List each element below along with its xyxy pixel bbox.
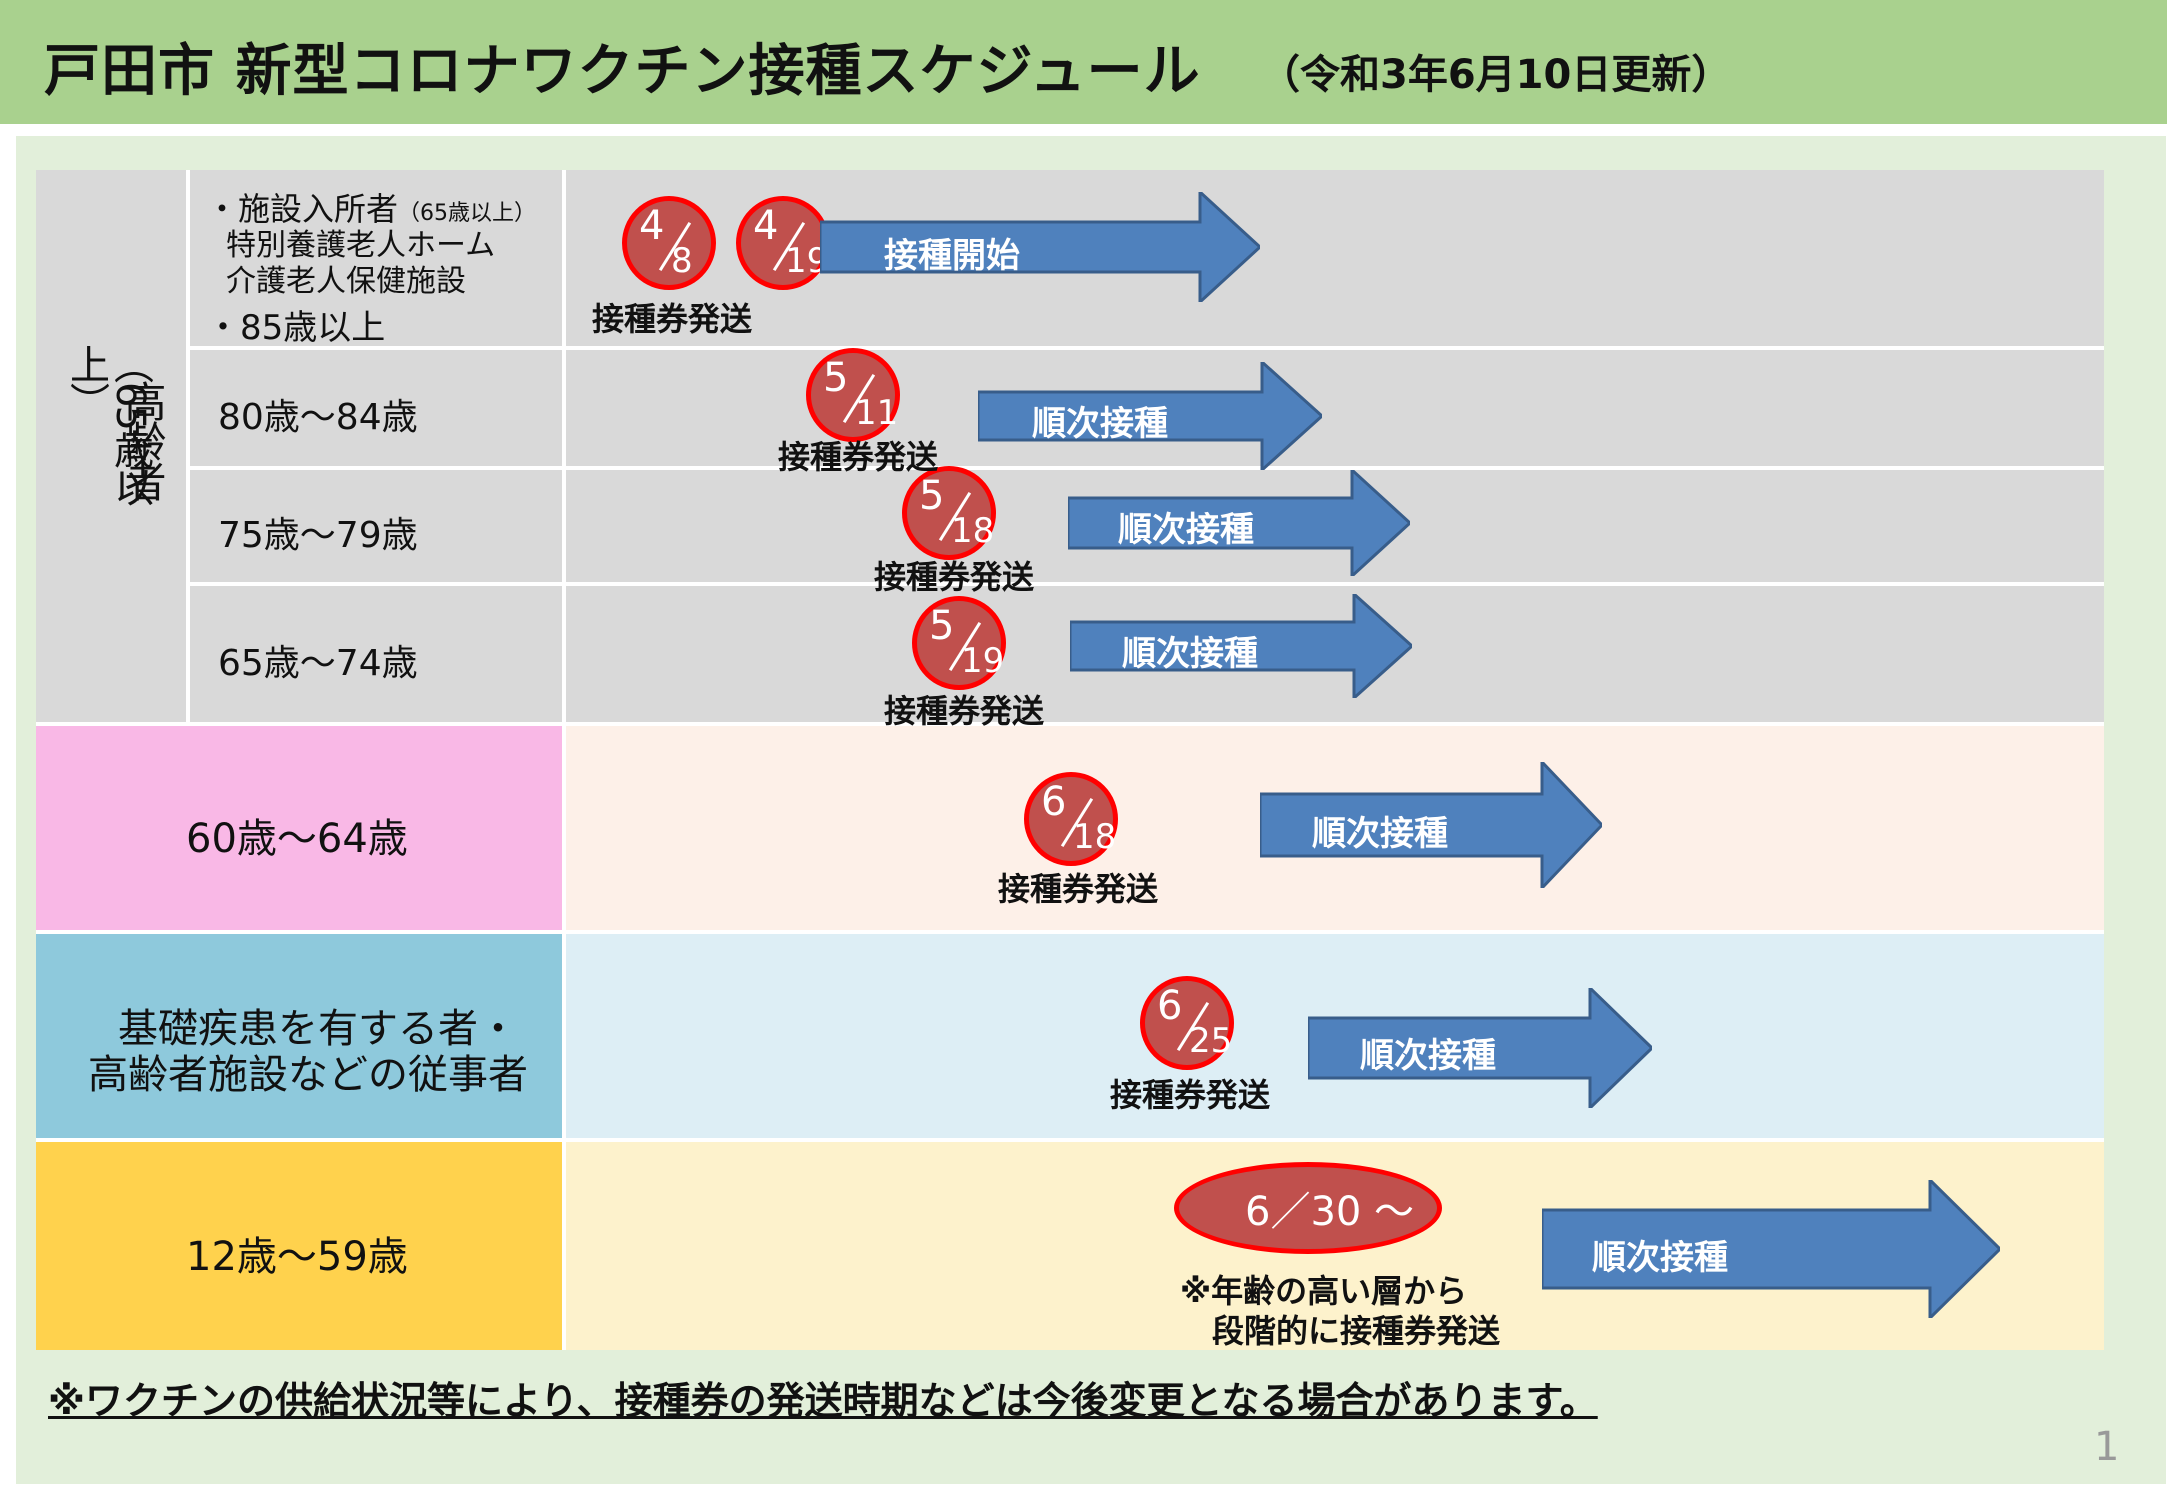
arrow-65-74: 順次接種: [1070, 594, 1412, 698]
send-label-6-25: 接種券発送: [1110, 1076, 1271, 1114]
date-month: 5: [823, 355, 849, 401]
row-80-84-label: 80歳～84歳: [218, 397, 418, 438]
row-facility-line2: 特別養護老人ホーム: [226, 228, 496, 263]
send-label-5-19: 接種券発送: [884, 692, 1045, 730]
date-ellipse-6-30: 6／30 ～: [1174, 1162, 1442, 1254]
date-month: 6: [1041, 779, 1067, 825]
date-6-30-text: 6／30 ～: [1245, 1189, 1415, 1235]
elderly-group-label: 高齢者 （65歳以上）: [56, 344, 176, 544]
row-12-59-label-cell: [36, 1142, 562, 1350]
row-75-79-label-cell: [190, 470, 562, 582]
note-12-59-line2: 段階的に接種券発送: [1212, 1312, 1501, 1350]
arrow-60-64: 順次接種: [1260, 762, 1602, 888]
row-60-64-label: 60歳～64歳: [186, 816, 408, 862]
row-60-64-label-cell: [36, 726, 562, 930]
row-facility-line3: 介護老人保健施設: [226, 264, 466, 299]
arrow-80-84: 順次接種: [978, 362, 1322, 470]
row-underlying-line1: 基礎疾患を有する者・: [118, 1006, 518, 1052]
send-label-5-18: 接種券発送: [874, 558, 1035, 596]
row-12-59-label: 12歳～59歳: [186, 1234, 408, 1280]
arrow-60-64-label: 順次接種: [1312, 814, 1448, 854]
send-label-5-11: 接種券発送: [778, 438, 939, 476]
arrow-80-84-label: 順次接種: [1032, 404, 1168, 444]
date-month: 5: [919, 473, 945, 519]
arrow-underlying: 順次接種: [1308, 988, 1652, 1108]
date-day: 25: [1189, 1021, 1233, 1061]
arrow-75-79: 順次接種: [1068, 470, 1410, 576]
row-facility-line1-small: （65歳以上）: [398, 201, 537, 226]
row-65-74-label-cell: [190, 586, 562, 722]
send-label-6-18: 接種券発送: [998, 870, 1159, 908]
date-month: 6: [1157, 983, 1183, 1029]
date-month: 4: [753, 203, 779, 249]
row-65-74-label: 65歳～74歳: [218, 643, 418, 684]
arrow-facility-label: 接種開始: [884, 236, 1020, 276]
send-label-4-8: 接種券発送: [592, 300, 753, 338]
row-75-79-label: 75歳～79歳: [218, 515, 418, 556]
row-facility-line4: ・85歳以上: [206, 308, 386, 348]
arrow-underlying-label: 順次接種: [1360, 1036, 1496, 1076]
note-12-59-line1: ※年齢の高い層から: [1180, 1272, 1468, 1310]
row-facility-label-cell: [190, 170, 562, 346]
footnote: ※ワクチンの供給状況等により、接種券の発送時期などは今後変更となる場合があります…: [48, 1379, 1598, 1423]
date-day: 18: [1073, 817, 1117, 857]
update-date: （令和3年6月10日更新）: [1260, 52, 1732, 98]
date-day: 19: [961, 641, 1005, 681]
arrow-12-59: 順次接種: [1542, 1180, 2000, 1318]
row-facility-line1-main: ・施設入所者: [206, 190, 399, 228]
date-month: 4: [639, 203, 665, 249]
date-day: 11: [855, 393, 899, 433]
date-day: 18: [951, 511, 995, 551]
elderly-label-main: 高齢者: [118, 380, 167, 500]
elderly-group-cell: [36, 170, 186, 722]
row-underlying-label-cell: [36, 934, 562, 1138]
row-facility-line1: ・施設入所者（65歳以上）: [206, 184, 536, 230]
arrow-facility: 接種開始: [820, 192, 1260, 302]
arrow-65-74-label: 順次接種: [1122, 634, 1258, 674]
page-title: 戸田市 新型コロナワクチン接種スケジュール: [44, 39, 1201, 104]
header-bar: 戸田市 新型コロナワクチン接種スケジュール （令和3年6月10日更新）: [0, 0, 2167, 124]
page-number: 1: [2094, 1424, 2120, 1470]
arrow-12-59-label: 順次接種: [1592, 1238, 1728, 1278]
date-day: 8: [671, 241, 693, 281]
row-80-84-label-cell: [190, 350, 562, 466]
arrow-75-79-label: 順次接種: [1118, 510, 1254, 550]
date-month: 5: [929, 603, 955, 649]
elderly-label-sub: （65歳以上）: [63, 344, 153, 505]
row-underlying-line2: 高齢者施設などの従事者: [88, 1052, 528, 1098]
